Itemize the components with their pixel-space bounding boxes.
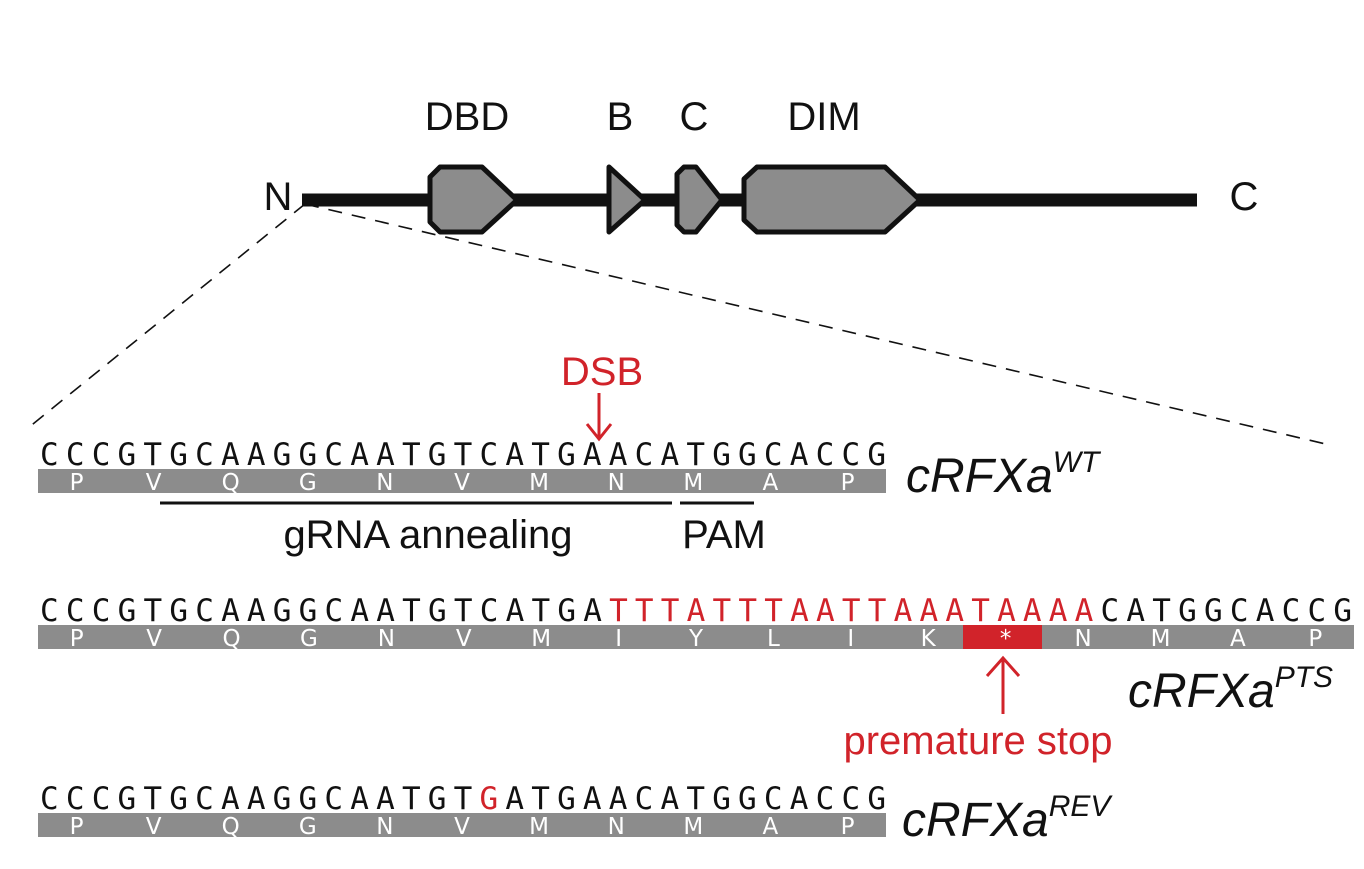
amino-acid-residue: V: [456, 626, 472, 652]
premature-stop-label: premature stop: [843, 719, 1112, 763]
stop-codon-residue: *: [1000, 626, 1012, 652]
amino-acid-residue: M: [683, 814, 703, 840]
amino-acid-residue: P: [841, 814, 855, 840]
domain-dbd-shape: [427, 164, 520, 235]
amino-acid-residue: P: [70, 470, 84, 496]
amino-acid-residue: N: [376, 470, 393, 496]
wt-gene-name: cRFXa: [906, 450, 1053, 503]
stop-arrow-head: [985, 655, 1021, 677]
amino-acid-residue: P: [70, 626, 84, 652]
pam-label: PAM: [682, 513, 766, 557]
domain-dim-shape: [741, 164, 923, 235]
amino-acid-residue: A: [763, 814, 779, 840]
dsb-arrow-head: [585, 423, 613, 442]
domain-c-shape: [674, 164, 725, 235]
n-terminus-label: N: [264, 175, 293, 219]
amino-acid-residue: M: [529, 470, 549, 496]
amino-acid-residue: V: [146, 626, 162, 652]
amino-acid-residue: V: [454, 814, 470, 840]
amino-acid-residue: I: [615, 626, 622, 652]
rev-sequence-segment: G: [480, 781, 499, 817]
amino-acid-residue: N: [1074, 626, 1091, 652]
pts-residues: P V Q G N V M I Y L I K * N M A P: [70, 626, 1323, 652]
pts-sequence-segment: TTTATTTAATTAAATAAAA: [609, 593, 1094, 629]
amino-acid-residue: N: [608, 470, 625, 496]
amino-acid-residue: V: [146, 470, 162, 496]
wt-superscript: WT: [1053, 446, 1102, 479]
pts-sequence-segment: CATGGCACCG: [1101, 593, 1352, 629]
pts-gene-name: cRFXa: [1128, 665, 1275, 718]
amino-acid-residue: V: [146, 814, 162, 840]
amino-acid-residue: G: [299, 814, 317, 840]
pts-sequence-segment: CCCGTGCAAGGCAATGTCATGA: [40, 593, 602, 629]
pts-allele-label: cRFXaPTS: [1128, 661, 1333, 718]
domain-c-label: C: [680, 95, 709, 139]
amino-acid-residue: L: [767, 626, 780, 652]
amino-acid-residue: Q: [222, 814, 240, 840]
amino-acid-residue: P: [1308, 626, 1322, 652]
amino-acid-residue: P: [841, 470, 855, 496]
pts-protein-track: [38, 625, 1354, 649]
rev-gene-name: cRFXa: [902, 794, 1049, 847]
c-terminus-label: C: [1230, 175, 1259, 219]
domain-dbd-label: DBD: [425, 95, 509, 139]
pts-superscript: PTS: [1275, 661, 1333, 694]
amino-acid-residue: A: [763, 470, 779, 496]
amino-acid-residue: M: [529, 814, 549, 840]
domain-b-label: B: [607, 95, 634, 139]
zoom-guide-right: [304, 203, 1331, 446]
protein-map: N C DBD B C DIM: [264, 95, 1259, 235]
rev-sequence-segment: ATGAACATGGCACCG: [505, 781, 886, 817]
rev-protein-track: [38, 813, 886, 837]
dsb-label: DSB: [561, 350, 643, 394]
rev-sequence-segment: CCCGTGCAAGGCAATGT: [40, 781, 472, 817]
amino-acid-residue: Q: [222, 626, 240, 652]
wt-dna-sequence: CCCGTGCAAGGCAATGTCATGAACATGGCACCG: [40, 437, 886, 473]
amino-acid-residue: N: [608, 814, 625, 840]
amino-acid-residue: M: [531, 626, 551, 652]
amino-acid-residue: N: [376, 814, 393, 840]
amino-acid-residue: V: [454, 470, 470, 496]
amino-acid-residue: Q: [222, 470, 240, 496]
amino-acid-residue: M: [683, 470, 703, 496]
zoom-guide-left: [27, 203, 306, 429]
allele-wt: CCCGTGCAAGGCAATGTCATGAACATGGCACCG P V Q G N V…: [38, 437, 1102, 557]
grna-label: gRNA annealing: [283, 513, 572, 557]
domain-dim-label: DIM: [787, 95, 860, 139]
amino-acid-residue: Y: [688, 626, 704, 652]
wt-sequence-segment: CCCGTGCAAGGCAATGTCATGAACATGGCACCG: [40, 437, 886, 473]
wt-protein-track: [38, 469, 886, 493]
amino-acid-residue: I: [847, 626, 854, 652]
domain-b-shape: [606, 164, 648, 235]
rev-superscript: REV: [1049, 790, 1114, 823]
amino-acid-residue: M: [1151, 626, 1171, 652]
amino-acid-residue: K: [921, 626, 937, 652]
amino-acid-residue: A: [1230, 626, 1246, 652]
wt-allele-label: cRFXaWT: [906, 446, 1102, 503]
amino-acid-residue: N: [378, 626, 395, 652]
amino-acid-residue: P: [70, 814, 84, 840]
rev-allele-label: cRFXaREV: [902, 790, 1113, 847]
amino-acid-residue: G: [300, 626, 318, 652]
dsb-marker: DSB: [561, 350, 643, 442]
pts-stop-codon-box: [963, 625, 1042, 649]
amino-acid-residue: G: [299, 470, 317, 496]
